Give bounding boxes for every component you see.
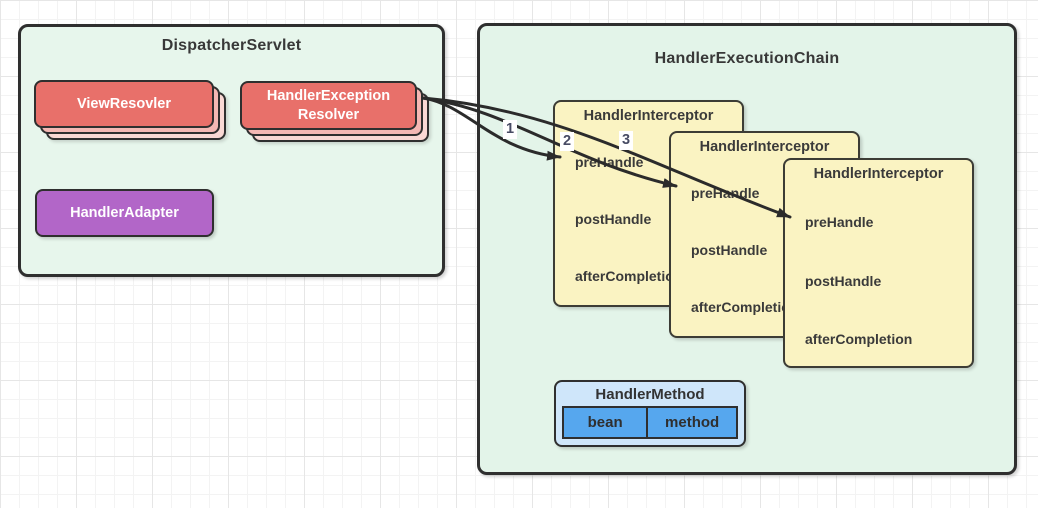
view-resolver-box: ViewResovler [34,80,214,128]
handler-method-row: bean method [562,406,738,439]
interceptor-2-prehandle: preHandle [691,185,760,201]
handler-interceptor-box-3: HandlerInterceptor preHandle postHandle … [783,158,974,368]
handler-interceptor-3-title: HandlerInterceptor [813,166,944,182]
interceptor-3-posthandle: postHandle [805,273,882,289]
handler-exception-resolver-stack: HandlerException Resolver [240,81,429,142]
handler-execution-chain-title: HandlerExecutionChain [654,50,840,67]
handler-exception-resolver-label: HandlerException Resolver [266,87,391,123]
handler-execution-chain-container: HandlerExecutionChain HandlerInterceptor… [477,23,1017,475]
handler-method-box: HandlerMethod bean method [554,380,746,447]
handler-method-method-cell: method [648,406,738,439]
interceptor-3-aftercompletion: afterCompletion [805,331,913,347]
handler-interceptor-1-title: HandlerInterceptor [583,108,714,124]
arrow-3-label: 3 [619,131,634,150]
arrow-2-label: 2 [560,132,575,151]
dispatcher-servlet-title: DispatcherServlet [161,37,302,54]
view-resolver-stack: ViewResovler [34,80,226,140]
interceptor-1-aftercompletion: afterCompletion [575,268,683,284]
view-resolver-label: ViewResovler [76,95,172,112]
dispatcher-servlet-container: DispatcherServlet ViewResovler HandlerEx… [18,24,445,277]
interceptor-3-prehandle: preHandle [805,214,874,230]
arrow-1-label: 1 [503,120,518,139]
interceptor-2-aftercompletion: afterCompletion [691,299,799,315]
interceptor-1-posthandle: postHandle [575,211,652,227]
handler-exception-resolver-box: HandlerException Resolver [240,81,417,130]
handler-method-title: HandlerMethod [595,386,705,403]
interceptor-2-posthandle: postHandle [691,242,768,258]
interceptor-1-prehandle: preHandle [575,154,644,170]
handler-method-bean-cell: bean [562,406,649,439]
handler-adapter-label: HandlerAdapter [70,205,179,221]
handler-adapter-box: HandlerAdapter [35,189,214,237]
handler-interceptor-2-title: HandlerInterceptor [699,139,830,155]
